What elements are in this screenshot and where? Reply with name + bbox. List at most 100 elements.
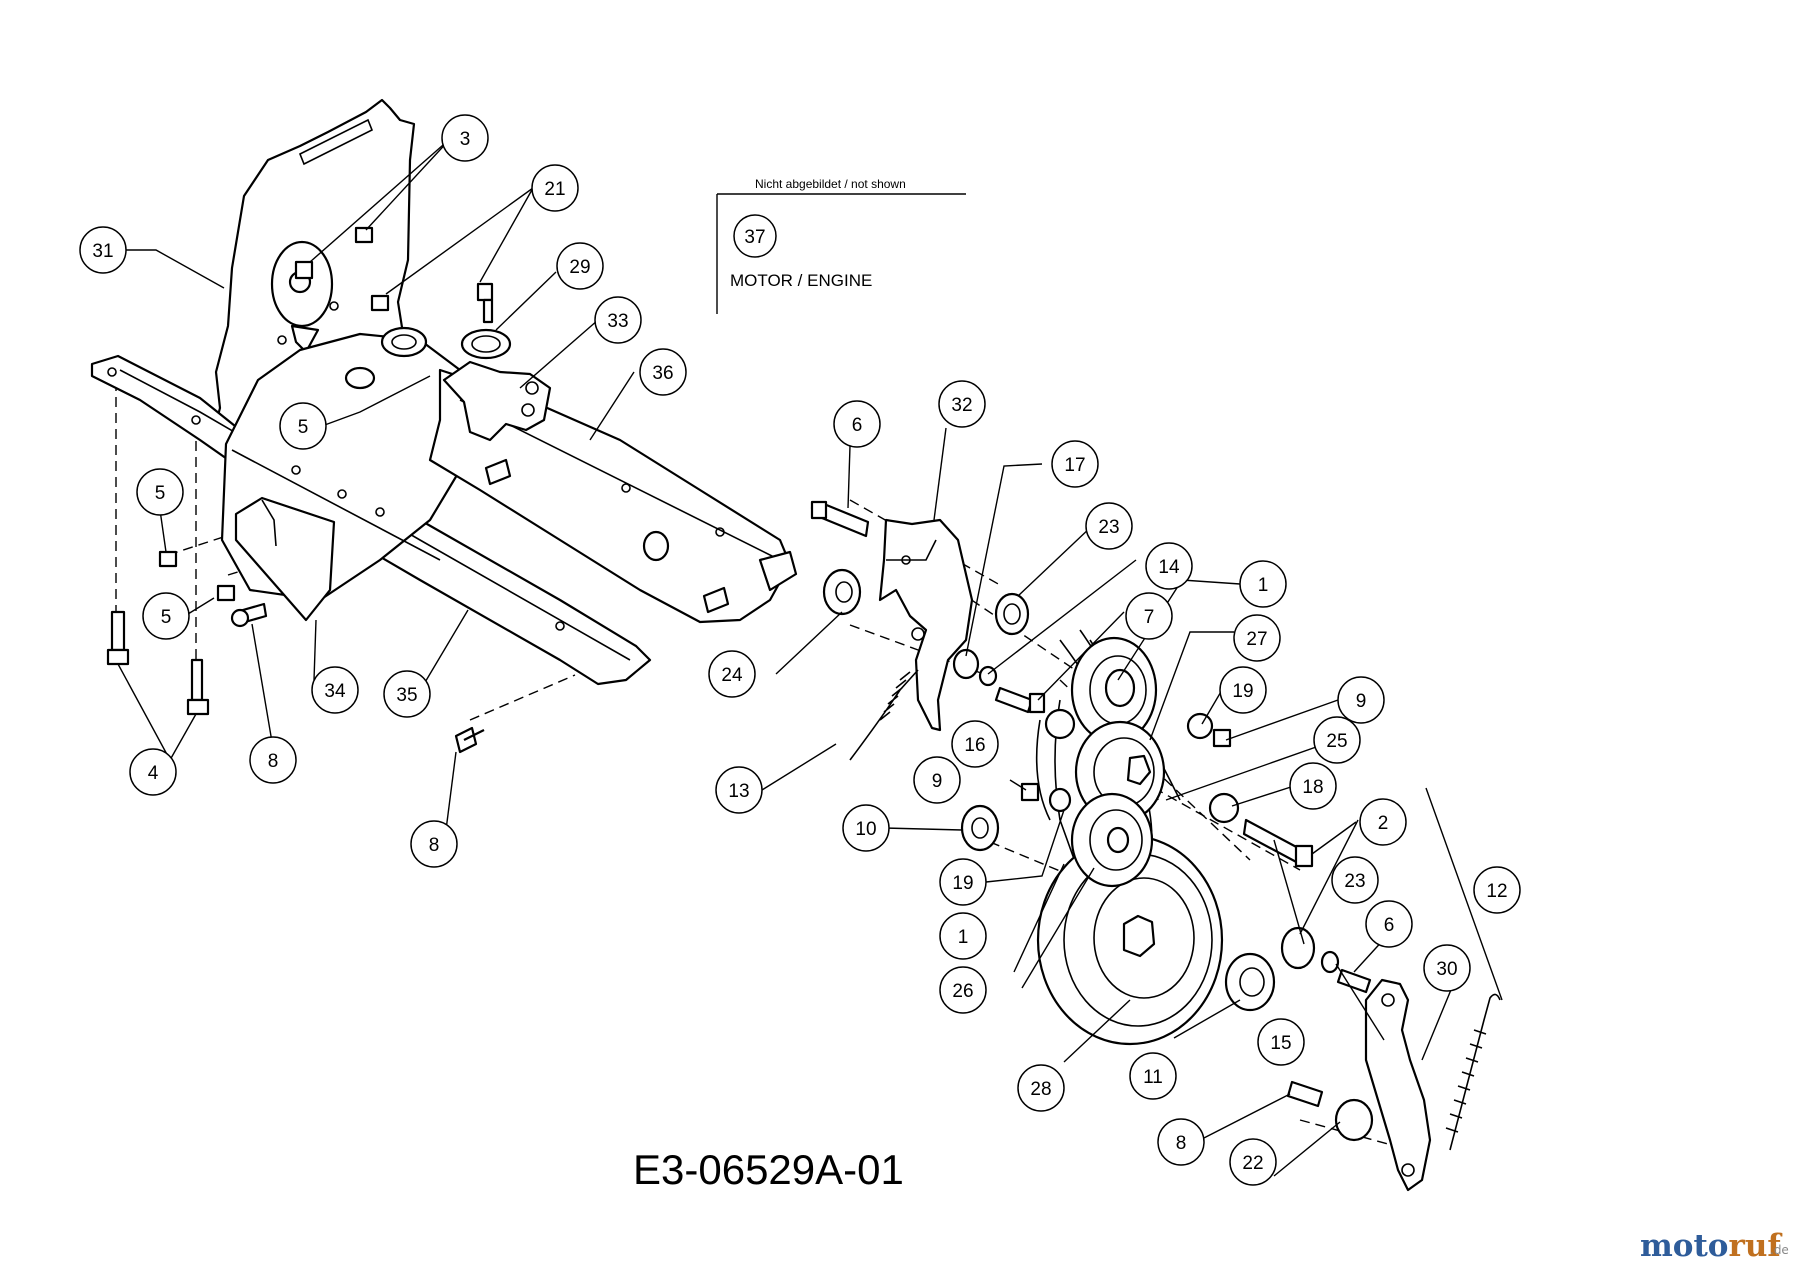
svg-text:8: 8 <box>429 835 440 856</box>
svg-text:34: 34 <box>324 681 346 702</box>
svg-text:9: 9 <box>932 771 943 792</box>
bolt-7 <box>994 686 1034 714</box>
svg-text:motoruf: motoruf <box>1640 1228 1782 1264</box>
svg-text:19: 19 <box>952 873 973 894</box>
svg-text:26: 26 <box>952 981 973 1002</box>
svg-text:15: 15 <box>1270 1033 1291 1054</box>
svg-text:6: 6 <box>1384 915 1395 936</box>
svg-text:32: 32 <box>951 395 972 416</box>
svg-text:25: 25 <box>1326 731 1347 752</box>
callouts: 3 21 29 33 36 31 5 5 5 34 35 4 8 8 6 32 … <box>79 114 1521 1186</box>
svg-text:2: 2 <box>1378 813 1389 834</box>
svg-text:6: 6 <box>852 415 863 436</box>
callout-12: 12 <box>1473 866 1521 914</box>
nut-9-top <box>1212 728 1232 748</box>
washer-19-bottom <box>1048 787 1072 813</box>
note-text: MOTOR / ENGINE <box>730 271 872 290</box>
svg-text:21: 21 <box>544 179 565 200</box>
callout-34: 34 <box>311 666 359 714</box>
svg-text:11: 11 <box>1143 1067 1163 1088</box>
callout-8-b: 8 <box>410 820 458 868</box>
brand-name-a: moto <box>1640 1228 1728 1264</box>
frame-rail-36 <box>428 368 792 624</box>
svg-text:19: 19 <box>1232 681 1253 702</box>
hardware <box>952 592 1374 1142</box>
callout-14: 14 <box>1145 542 1193 590</box>
svg-text:33: 33 <box>607 311 628 332</box>
callout-16: 16 <box>951 720 999 768</box>
svg-text:18: 18 <box>1302 777 1323 798</box>
callout-6-b: 6 <box>1365 900 1413 948</box>
callout-26: 26 <box>939 966 987 1014</box>
callout-30: 30 <box>1423 944 1471 992</box>
svg-text:14: 14 <box>1158 557 1180 578</box>
bolt-2 <box>1242 818 1304 866</box>
brand-name-b: ruf <box>1728 1228 1782 1264</box>
callout-8-a: 8 <box>249 736 297 784</box>
plate-34 <box>234 496 336 622</box>
svg-text:1: 1 <box>1258 575 1269 596</box>
callout-37: 37 <box>733 214 777 258</box>
svg-text:27: 27 <box>1246 629 1267 650</box>
bushing-23-bottom <box>1280 926 1316 970</box>
callout-1-b: 1 <box>939 912 987 960</box>
svg-text:37: 37 <box>744 227 765 248</box>
lever-30 <box>1364 978 1432 1192</box>
not-shown-note: Nicht abgebildet / not shown 37 MOTOR / … <box>716 177 966 314</box>
brand-logo: motoruf .de <box>1640 1228 1789 1264</box>
washer-15 <box>1320 950 1340 974</box>
bushing-10 <box>960 804 1000 852</box>
bolts <box>106 226 494 754</box>
svg-text:36: 36 <box>652 363 673 384</box>
lever-assembly <box>1364 978 1501 1192</box>
svg-text:5: 5 <box>155 483 166 504</box>
washer-18 <box>1208 792 1240 824</box>
washer-19-top <box>1186 712 1214 740</box>
callout-24: 24 <box>708 650 756 698</box>
nut-11 <box>1224 952 1276 1012</box>
callout-8-c: 8 <box>1157 1118 1205 1166</box>
callout-5-c: 5 <box>142 592 190 640</box>
svg-text:10: 10 <box>855 819 876 840</box>
callout-25: 25 <box>1313 716 1361 764</box>
svg-text:4: 4 <box>148 763 159 784</box>
callout-6-a: 6 <box>833 400 881 448</box>
spring-13 <box>849 669 919 761</box>
callout-15: 15 <box>1257 1018 1305 1066</box>
callout-29: 29 <box>556 242 604 290</box>
svg-text:30: 30 <box>1436 959 1457 980</box>
bolt-8-bottom <box>1286 1080 1324 1108</box>
svg-text:12: 12 <box>1486 881 1507 902</box>
leader-lines <box>117 137 1503 1177</box>
pulley-assembly <box>1035 629 1224 1046</box>
callout-36: 36 <box>639 348 687 396</box>
callout-11: 11 <box>1129 1052 1177 1100</box>
callout-32: 32 <box>938 380 986 428</box>
brand-suffix: .de <box>1770 1243 1789 1257</box>
callout-31: 31 <box>79 226 127 274</box>
svg-text:29: 29 <box>569 257 590 278</box>
svg-text:16: 16 <box>964 735 985 756</box>
svg-text:23: 23 <box>1344 871 1365 892</box>
svg-text:1: 1 <box>958 927 969 948</box>
callout-3: 3 <box>441 114 489 162</box>
callout-5-b: 5 <box>136 468 184 516</box>
callout-19-b: 19 <box>939 858 987 906</box>
svg-text:7: 7 <box>1144 607 1155 628</box>
svg-text:22: 22 <box>1242 1153 1263 1174</box>
callout-13: 13 <box>715 766 763 814</box>
note-title: Nicht abgebildet / not shown <box>755 177 906 191</box>
callout-9-b: 9 <box>913 756 961 804</box>
callout-28: 28 <box>1017 1064 1065 1112</box>
washer-22 <box>1334 1098 1374 1142</box>
svg-text:5: 5 <box>298 417 309 438</box>
callout-21: 21 <box>531 164 579 212</box>
callout-35: 35 <box>383 670 431 718</box>
idler-arm-32 <box>878 518 974 732</box>
svg-text:35: 35 <box>396 685 417 706</box>
svg-text:3: 3 <box>460 129 471 150</box>
svg-text:9: 9 <box>1356 691 1367 712</box>
washer-17 <box>952 648 980 680</box>
bearings-29 <box>380 326 512 360</box>
